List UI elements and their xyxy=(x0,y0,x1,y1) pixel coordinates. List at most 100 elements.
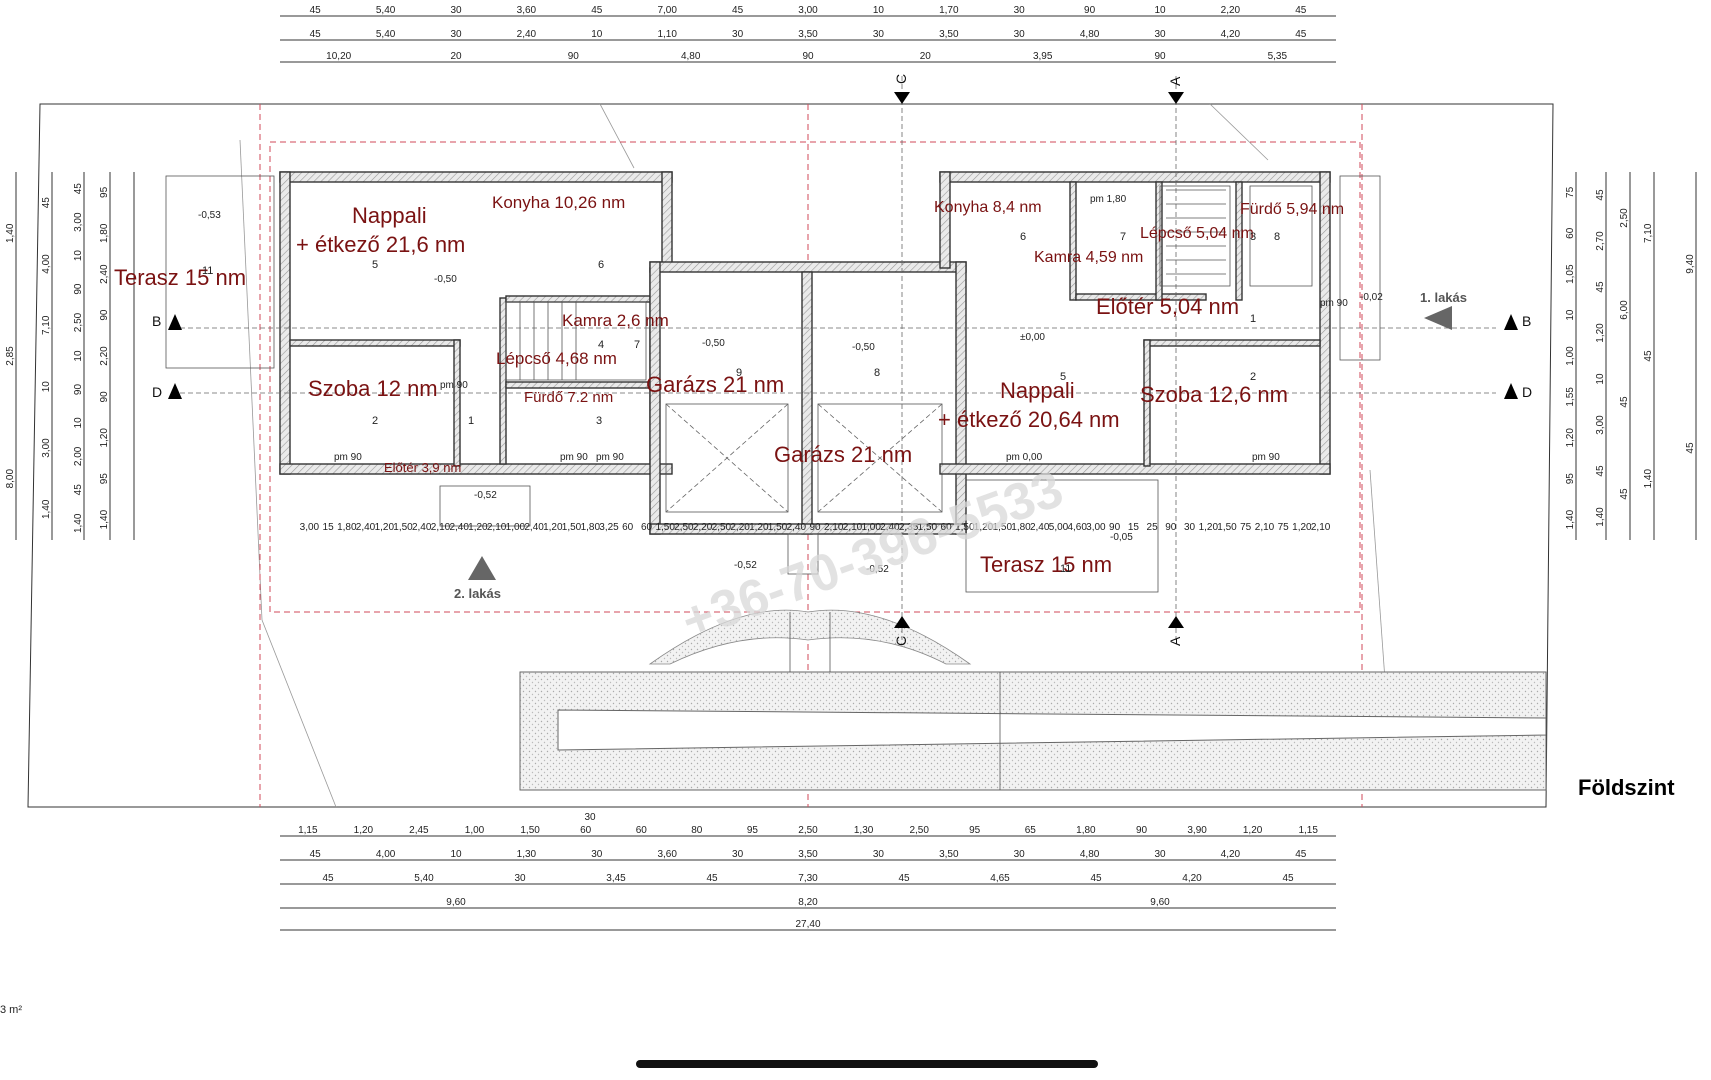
dimension-label: 30 xyxy=(591,849,603,860)
level-mark: ±0,00 xyxy=(1020,332,1045,343)
driveway xyxy=(519,609,1547,791)
dimension-label: 1,80 xyxy=(1076,825,1096,836)
dimension-label: 4,00 xyxy=(376,849,396,860)
dimension-label: 45 xyxy=(1090,873,1102,884)
dimension-label: 9,60 xyxy=(1150,897,1170,908)
section-mark-a-bottom: A xyxy=(1167,636,1183,646)
dimension-label: 2,40 xyxy=(99,264,110,284)
dimension-label: 45 xyxy=(73,484,84,496)
dimension-label: 10 xyxy=(591,29,603,40)
dimension-label: 1,40 xyxy=(1643,469,1654,489)
dimension-label: 45 xyxy=(310,5,322,16)
right-unit-walls xyxy=(939,171,1331,475)
dimension-label: 30 xyxy=(1154,29,1166,40)
dimension-label: 1,80 xyxy=(1011,522,1031,533)
dimension-label: 10 xyxy=(450,849,462,860)
dimension-label: 2,50 xyxy=(798,825,818,836)
dimension-label: 1,20 xyxy=(1243,825,1263,836)
dimension-label: 75 xyxy=(1565,186,1576,198)
dimension-label: 1,50 xyxy=(1217,522,1237,533)
dimension-label: 30 xyxy=(1014,849,1026,860)
room-furdo-left: Fürdő 7.2 nm xyxy=(524,389,613,406)
site-boundary xyxy=(27,103,1554,808)
home-indicator[interactable] xyxy=(636,1060,1098,1068)
opening-label: pm 90 xyxy=(1252,452,1280,463)
dimension-label: 1,00 xyxy=(861,522,881,533)
section-markers: B B D D C A C A 1. lakás 2. lakás xyxy=(152,74,1532,646)
area-fragment: 3 m² xyxy=(0,1004,22,1016)
level-mark: -0,50 xyxy=(702,338,725,349)
room-eloter-left: Előtér 3,9 nm xyxy=(384,460,461,475)
dimension-label: 75 xyxy=(1240,522,1252,533)
room-eloter-right: Előtér 5,04 nm xyxy=(1096,294,1239,319)
dimension-label: 10 xyxy=(1565,309,1576,321)
room-nappali-left: Nappali xyxy=(352,203,427,228)
room-nappali-right-sub: + étkező 20,64 nm xyxy=(938,407,1120,432)
dimension-label: 1,50 xyxy=(993,522,1013,533)
room-no: 7 xyxy=(634,339,640,351)
dimension-label: 5,40 xyxy=(376,5,396,16)
room-nappali-left-sub: + étkező 21,6 nm xyxy=(296,232,465,257)
dimension-label: 90 xyxy=(1136,825,1148,836)
dimension-label: 3,50 xyxy=(939,849,959,860)
dimension-label: 1,10 xyxy=(657,29,677,40)
dimension-label: 7,10 xyxy=(1643,223,1654,243)
dimension-label: 45 xyxy=(1295,29,1307,40)
room-no: 7 xyxy=(1120,231,1126,243)
room-no: 11 xyxy=(202,265,213,277)
dimension-label: 90 xyxy=(99,309,110,321)
dimension-label: 60 xyxy=(641,522,653,533)
dimension-label: 1,20 xyxy=(375,522,395,533)
dimension-label: 1,55 xyxy=(1565,387,1576,407)
dimension-label: 30 xyxy=(873,849,885,860)
section-lines xyxy=(180,76,1496,640)
section-mark-b-left: B xyxy=(152,313,161,329)
dimension-label: 2,40 xyxy=(412,522,432,533)
room-no: 6 xyxy=(598,259,604,271)
dimension-label: 1,50 xyxy=(562,522,582,533)
dimension-label: 1,50 xyxy=(768,522,788,533)
dimension-label: 30 xyxy=(1014,29,1026,40)
dimension-label: 2,40 xyxy=(356,522,376,533)
level-mark: -0,50 xyxy=(434,274,457,285)
room-konyha-right: Konyha 8,4 nm xyxy=(934,199,1042,216)
dimension-label: 2,10 xyxy=(1255,522,1275,533)
room-no: 1 xyxy=(468,415,474,427)
dimension-label: 5,40 xyxy=(414,873,434,884)
dimension-label: 3,95 xyxy=(1033,51,1053,62)
dimension-label: 1,30 xyxy=(517,849,537,860)
dimension-label: 75 xyxy=(1278,522,1290,533)
dimension-label: 1,05 xyxy=(1565,264,1576,284)
dimension-label: 9,40 xyxy=(1685,254,1696,274)
dimension-label: 1,50 xyxy=(955,522,975,533)
dimension-label: 90 xyxy=(1165,522,1177,533)
dimension-label: 20 xyxy=(920,51,932,62)
dimension-label: 2,50 xyxy=(712,522,732,533)
room-no: 4 xyxy=(598,339,604,351)
dimension-label: 90 xyxy=(73,283,84,295)
dimension-label: 3,50 xyxy=(939,29,959,40)
level-mark: -0,05 xyxy=(1110,532,1133,543)
room-numbers: 5 6 11 4 7 2 3 1 9 8 6 7 8 3 1 5 2 11 xyxy=(202,231,1280,575)
room-terasz-left: Terasz 15 nm xyxy=(114,265,246,290)
dimension-label: 3,50 xyxy=(798,849,818,860)
room-no: 2 xyxy=(372,415,378,427)
dimension-label: 10 xyxy=(73,417,84,429)
dimension-label: 2,10 xyxy=(824,522,844,533)
opening-label: pm 90 xyxy=(1320,298,1348,309)
room-no: 11 xyxy=(1060,563,1071,575)
room-no: 5 xyxy=(1060,371,1066,383)
dimension-label: 30 xyxy=(514,873,526,884)
dimension-label: 60 xyxy=(580,825,592,836)
dimension-label: 3,00 xyxy=(73,212,84,232)
garage-walls xyxy=(649,261,967,575)
dimension-label: 2,50 xyxy=(1619,208,1630,228)
dimension-label: 15 xyxy=(1128,522,1140,533)
opening-label: pm 90 xyxy=(334,452,362,463)
dimension-label: 4,20 xyxy=(1221,849,1241,860)
dimension-extra: 30 xyxy=(584,812,596,823)
dimension-label: 2,40 xyxy=(787,522,807,533)
dimension-label: 95 xyxy=(747,825,759,836)
dimension-label: 2,10 xyxy=(487,522,507,533)
dimension-label: 1,20 xyxy=(1199,522,1219,533)
